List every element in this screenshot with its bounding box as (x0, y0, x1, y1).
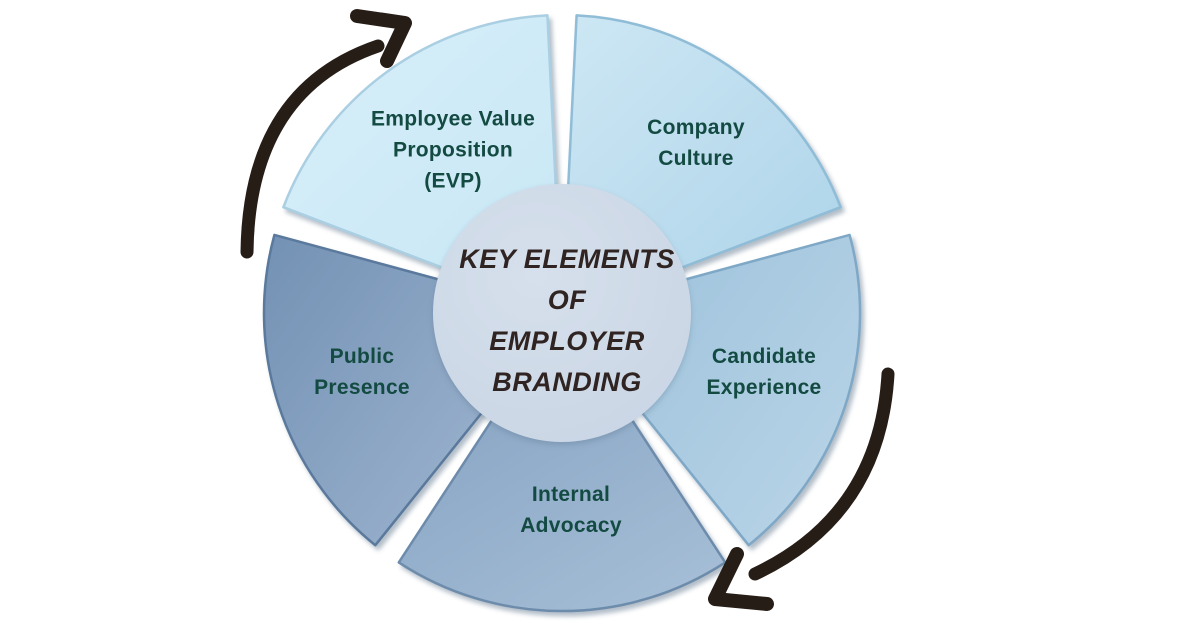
cycle-arrow-right-line-icon (748, 367, 895, 581)
center-circle (433, 184, 691, 442)
cycle-arrows (240, 9, 895, 611)
cycle-arrow-top-line-icon (240, 39, 385, 259)
cycle-arrow-right-head-icon (708, 547, 774, 611)
cycle-arrow-top-head-icon (350, 9, 412, 68)
wheel-center (433, 184, 691, 442)
